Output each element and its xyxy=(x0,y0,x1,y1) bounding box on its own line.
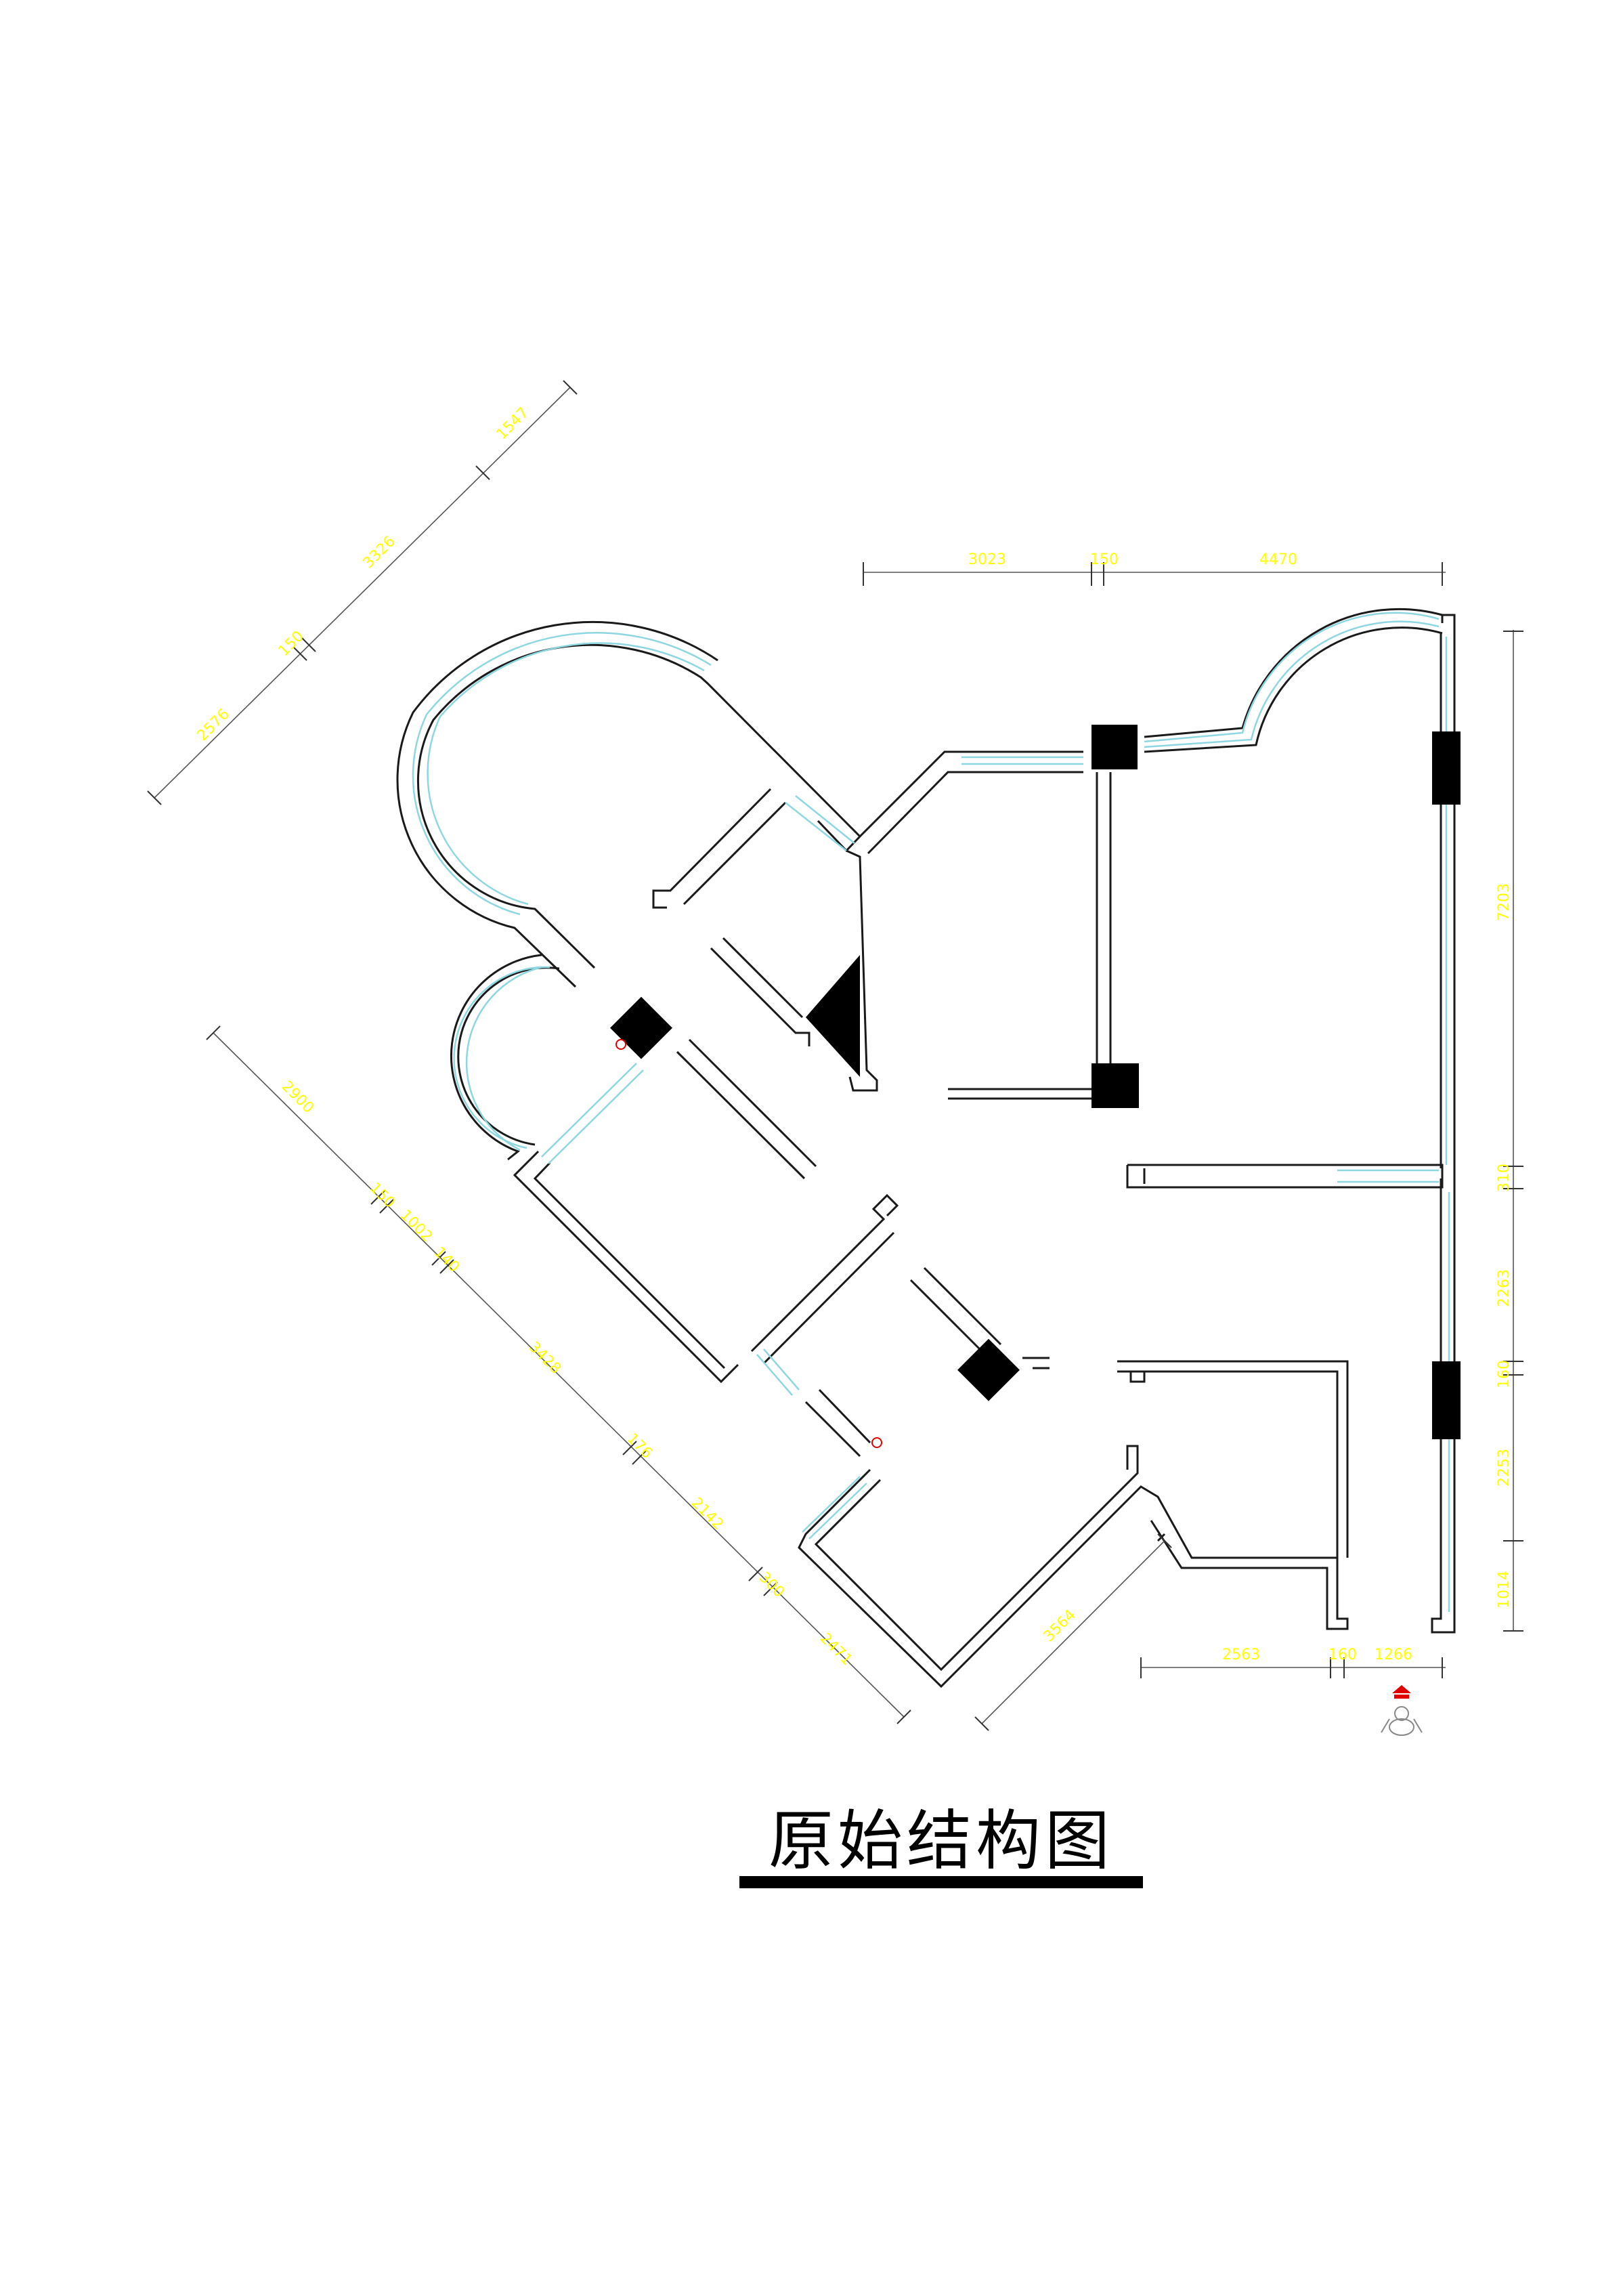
dim-right-3: 2263 xyxy=(1496,1269,1513,1307)
dim-top-2: 150 xyxy=(1090,551,1119,568)
dim-bottom-3: 1266 xyxy=(1375,1646,1412,1663)
walls xyxy=(396,608,1456,1688)
dim-ul-1: 2576 xyxy=(194,706,233,744)
dim-ll-6: 176 xyxy=(624,1430,655,1462)
dim-ll-7: 2142 xyxy=(688,1495,727,1533)
entrance-marker-icon xyxy=(1381,1685,1423,1736)
dim-right-4: 160 xyxy=(1496,1360,1513,1388)
dim-ll-5: 3428 xyxy=(525,1339,564,1378)
column-right-lower xyxy=(1432,1361,1461,1439)
column-left xyxy=(610,996,672,1059)
dimension-lines xyxy=(147,380,1523,1731)
dim-ll-2: 150 xyxy=(366,1180,398,1212)
dim-right-2: 310 xyxy=(1496,1164,1513,1192)
dim-lower-1: 3564 xyxy=(1041,1607,1079,1645)
dim-top-1: 3023 xyxy=(968,551,1006,568)
dim-ul-4: 1547 xyxy=(494,404,532,443)
column-lower xyxy=(957,1338,1020,1401)
plan-title: 原始结构图 xyxy=(769,1803,1114,1879)
dim-ul-3: 3326 xyxy=(360,533,399,572)
column-triangle xyxy=(806,955,860,1077)
dim-top-3: 4470 xyxy=(1259,551,1297,568)
dim-bottom-1: 2563 xyxy=(1222,1646,1260,1663)
dim-right-1: 7203 xyxy=(1496,883,1513,921)
dim-bottom-2: 160 xyxy=(1328,1646,1357,1663)
dim-ll-1: 2900 xyxy=(278,1078,317,1117)
dim-right-6: 1014 xyxy=(1496,1571,1513,1609)
title-block: 原始结构图 xyxy=(738,1788,1144,1882)
title-underline xyxy=(739,1876,1143,1888)
columns xyxy=(610,725,1461,1448)
dim-ul-2: 150 xyxy=(276,628,307,660)
windows xyxy=(412,612,1450,1612)
dim-ll-4: 140 xyxy=(431,1244,462,1276)
column-center xyxy=(1091,1063,1139,1108)
column-right-upper xyxy=(1432,731,1461,805)
dim-ll-3: 1002 xyxy=(397,1207,435,1246)
column-top-center xyxy=(1091,725,1138,769)
dim-right-5: 2253 xyxy=(1496,1449,1513,1487)
